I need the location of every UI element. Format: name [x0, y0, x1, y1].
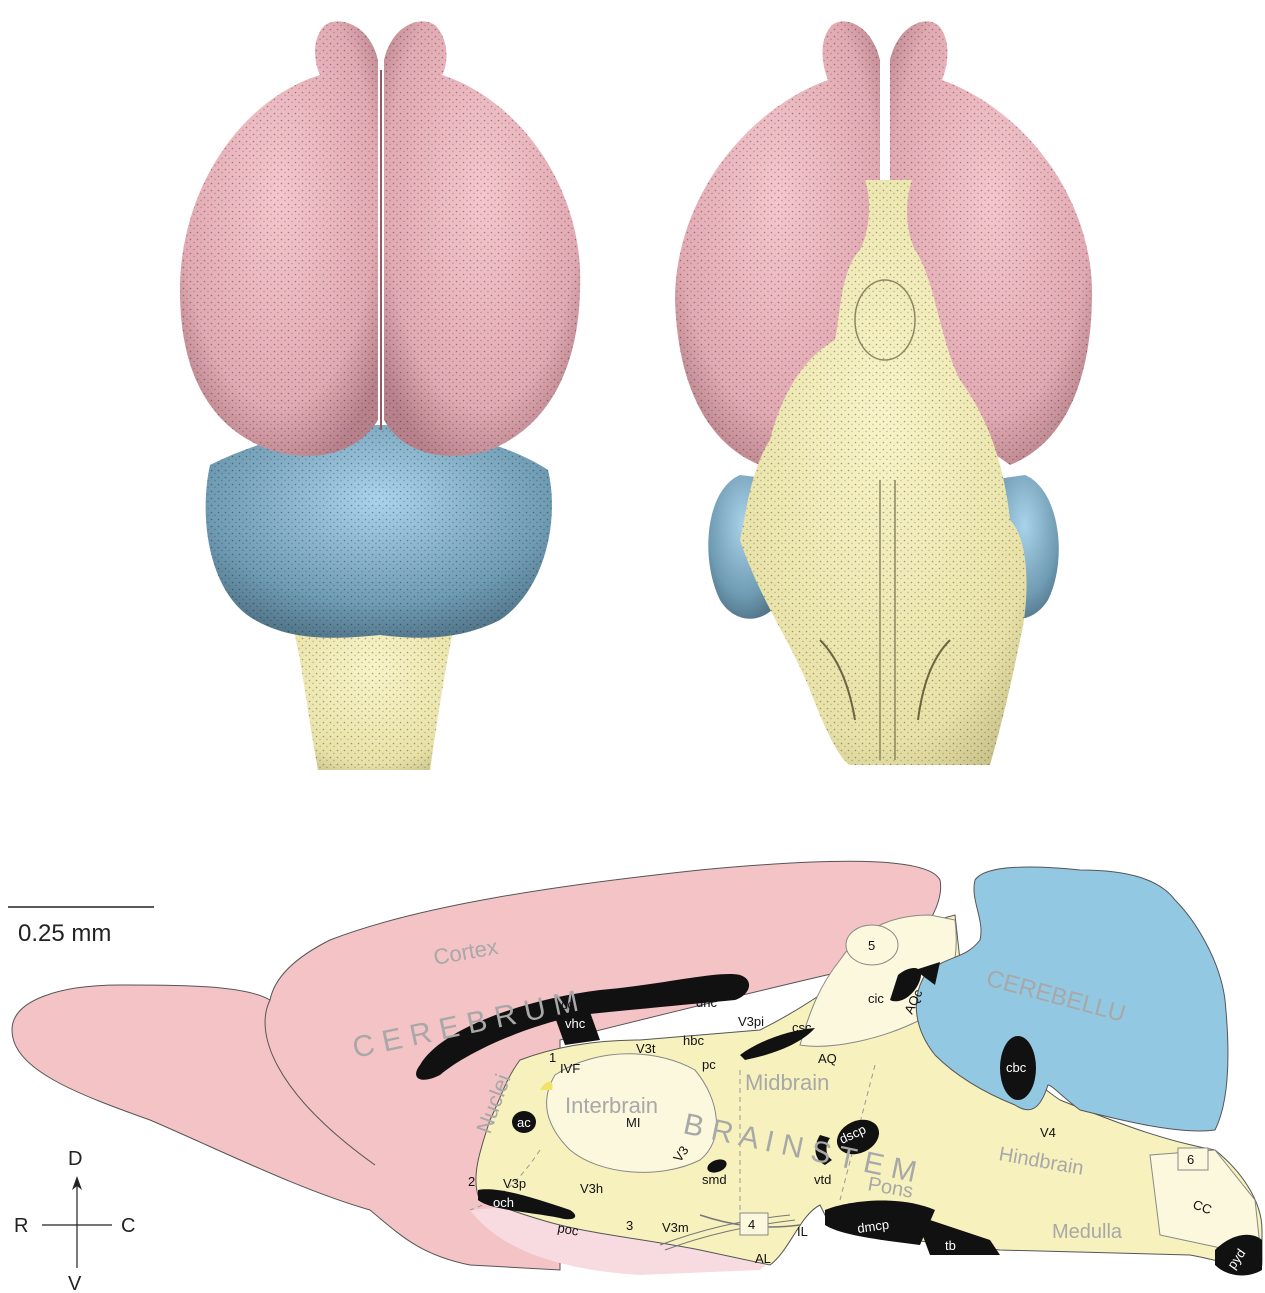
- label-cic: cic: [868, 991, 884, 1006]
- label-v3m: V3m: [662, 1220, 689, 1235]
- label-mi: MI: [626, 1115, 640, 1130]
- label-il: IL: [797, 1224, 808, 1239]
- orientation-compass: D V R C: [14, 1148, 135, 1293]
- label-cc: cc: [561, 997, 575, 1012]
- label-csc: csc: [792, 1020, 812, 1035]
- ventral-view: [675, 21, 1092, 765]
- label-v4: V4: [1040, 1125, 1056, 1140]
- label-ac: ac: [517, 1115, 531, 1130]
- midbrain-label: Midbrain: [745, 1070, 829, 1095]
- interbrain-label: Interbrain: [565, 1093, 658, 1118]
- label-1: 1: [549, 1050, 556, 1065]
- label-tb: tb: [945, 1238, 956, 1253]
- scale-bar: 0.25 mm: [8, 907, 154, 947]
- dorsal-label: D: [68, 1148, 82, 1170]
- label-4: 4: [748, 1217, 755, 1232]
- label-aq: AQ: [818, 1051, 837, 1066]
- caudal-label: C: [121, 1215, 135, 1237]
- label-v3h: V3h: [580, 1181, 603, 1196]
- label-2: 2: [468, 1174, 475, 1189]
- label-smd: smd: [702, 1172, 727, 1187]
- ventral-label: V: [68, 1273, 82, 1293]
- label-5: 5: [868, 938, 875, 953]
- label-v3t: V3t: [636, 1041, 656, 1056]
- label-3: 3: [626, 1218, 633, 1233]
- label-cbc: cbc: [1006, 1060, 1027, 1075]
- label-vhc: vhc: [565, 1016, 586, 1031]
- label-ivf: IVF: [560, 1061, 580, 1076]
- label-v3p: V3p: [503, 1176, 526, 1191]
- medulla-label: Medulla: [1052, 1221, 1123, 1243]
- label-hbc: hbc: [683, 1033, 704, 1048]
- label-v3pi: V3pi: [738, 1014, 764, 1029]
- label-dhc: dhc: [696, 995, 717, 1010]
- label-pc: pc: [702, 1057, 716, 1072]
- sagittal-section: Cortex C E R E B R U M Nuclei CEREBELLU …: [12, 861, 1262, 1275]
- label-och: och: [493, 1195, 514, 1210]
- label-al: AL: [755, 1251, 771, 1266]
- label-vtd: vtd: [814, 1172, 831, 1187]
- scale-bar-label: 0.25 mm: [18, 920, 111, 947]
- rostral-label: R: [14, 1215, 28, 1237]
- label-6: 6: [1187, 1152, 1194, 1167]
- dorsal-view: [180, 21, 580, 770]
